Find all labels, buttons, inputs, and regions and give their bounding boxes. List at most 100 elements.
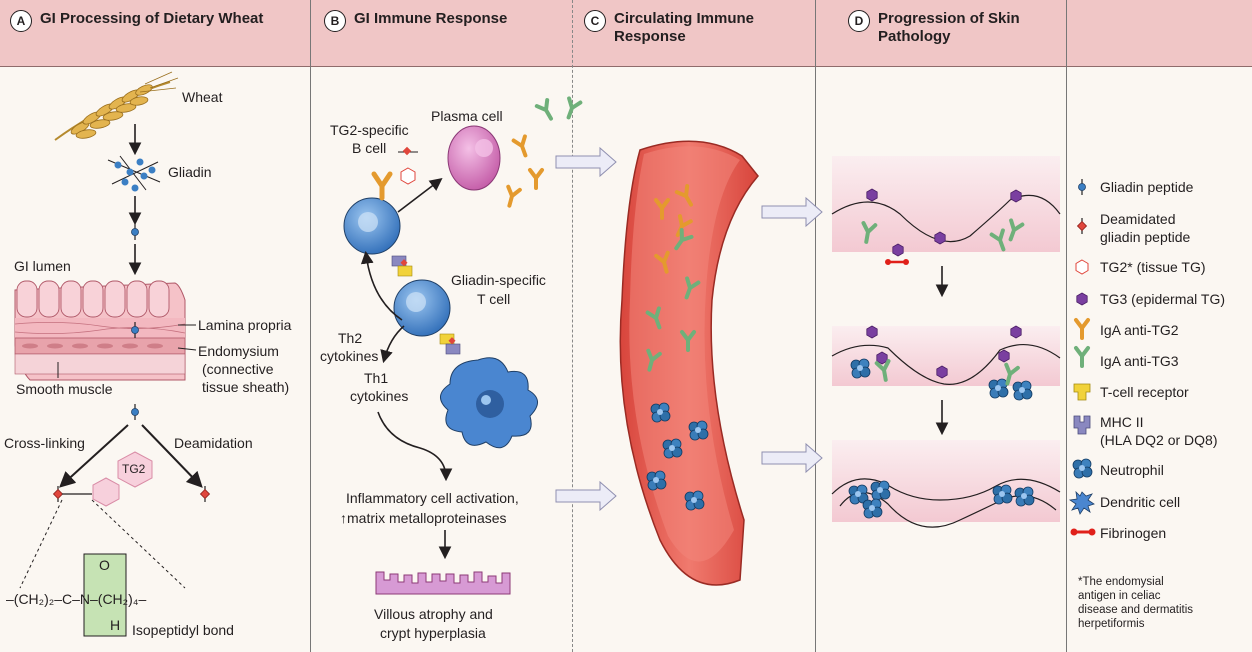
label-th2-2: cytokines	[320, 348, 379, 364]
legend-label-2: (HLA DQ2 or DQ8)	[1100, 432, 1218, 448]
header-bar	[0, 0, 1252, 67]
legend-iga-anti-tg3: IgA anti-TG3	[1074, 352, 1179, 370]
panel-d-letter: D	[848, 10, 870, 32]
label-tg2-b-cell-1: TG2-specific	[330, 122, 409, 138]
legend-label: Deamidated	[1100, 211, 1176, 227]
isopeptide-highlight-box	[83, 553, 127, 637]
gliadin-cluster-icon	[107, 155, 161, 192]
zoom-line-left	[19, 499, 63, 589]
label-gliadin-t-cell-1: Gliadin-specific	[451, 272, 546, 288]
legend-label: Fibrinogen	[1100, 525, 1167, 541]
footnote: *The endomysial antigen in celiac diseas…	[1078, 575, 1193, 631]
legend-label: TG2* (tissue TG)	[1100, 259, 1206, 275]
deamidated-peptide-right-icon	[199, 485, 211, 503]
leader-endomysium	[177, 347, 197, 351]
villous-atrophy-icon	[375, 571, 511, 595]
label-cross-linking: Cross-linking	[4, 435, 85, 451]
panel-d-title: Progression of Skin Pathology	[878, 10, 1020, 46]
legend-icons	[1068, 178, 1096, 536]
gliadin-peptide-icon	[1074, 178, 1094, 198]
panel-b-title: GI Immune Response	[354, 10, 508, 27]
label-th1-1: Th1	[364, 370, 389, 386]
gliadin-peptide-icon	[130, 223, 140, 241]
label-th1-2: cytokines	[350, 388, 409, 404]
legend-label: T-cell receptor	[1100, 384, 1189, 400]
panel-d-title-line2: Pathology	[878, 28, 951, 45]
legend-mhc-ii: MHC II (HLA DQ2 or DQ8)	[1074, 413, 1217, 449]
label-plasma-cell: Plasma cell	[431, 108, 503, 124]
deamidated-peptide-left-icon	[52, 485, 64, 503]
label-tg2-b-cell-2: B cell	[352, 140, 387, 156]
panel-b-letter: B	[324, 10, 346, 32]
footnote-line-4: herpetiformis	[1078, 618, 1145, 630]
legend-fibrinogen: Fibrinogen	[1074, 524, 1166, 542]
label-gliadin: Gliadin	[168, 164, 212, 180]
divider-a-b	[310, 0, 311, 652]
legend-label: TG3 (epidermal TG)	[1100, 291, 1225, 307]
legend-label-2: gliadin peptide	[1100, 229, 1191, 245]
legend-tg2: TG2* (tissue TG)	[1074, 258, 1206, 276]
label-endomysium-3: tissue sheath)	[202, 379, 290, 395]
legend-t-cell-receptor: T-cell receptor	[1074, 383, 1189, 401]
label-gliadin-t-cell-2: T cell	[477, 291, 511, 307]
label-inflammatory-2: ↑matrix metalloproteinases	[340, 510, 507, 526]
arrow-th1	[380, 325, 405, 364]
label-isopeptidyl-bond: Isopeptidyl bond	[132, 622, 234, 638]
label-inflammatory-1: Inflammatory cell activation,	[346, 490, 519, 506]
label-tg2-hexagon: TG2	[122, 462, 146, 476]
label-chem-o: O	[99, 557, 110, 573]
arrow-th2	[360, 250, 403, 321]
legend-iga-anti-tg2: IgA anti-TG2	[1074, 321, 1179, 339]
legend-gliadin-peptide: Gliadin peptide	[1074, 178, 1193, 198]
label-wheat: Wheat	[182, 89, 223, 105]
blood-vessel-illustration	[619, 140, 759, 586]
t-cell-icon	[393, 279, 451, 337]
arrow-bcell-plasma	[397, 178, 443, 213]
skin-stage-3	[831, 440, 1061, 528]
panel-d-title-line1: Progression of Skin	[878, 10, 1020, 27]
tg2-hexagon-icon	[117, 451, 153, 488]
gi-tissue-illustration	[14, 280, 186, 381]
label-th2-1: Th2	[338, 330, 363, 346]
b-cell-icon	[343, 146, 418, 255]
panel-c-letter: C	[584, 10, 606, 32]
panel-c-title-line1: Circulating Immune	[614, 10, 755, 27]
label-gi-lumen: GI lumen	[14, 258, 71, 274]
panel-a-letter: A	[10, 10, 32, 32]
legend-tg3: TG3 (epidermal TG)	[1074, 290, 1225, 308]
secreted-antibodies-icon	[501, 96, 583, 210]
legend-label: Gliadin peptide	[1100, 179, 1194, 195]
panel-c-title: Circulating Immune Response	[614, 10, 754, 46]
peptide-branch-icon	[130, 403, 140, 421]
panel-c-title-line2: Response	[614, 28, 686, 45]
panel-a-title: GI Processing of Dietary Wheat	[40, 10, 264, 27]
label-chem-h: H	[110, 617, 121, 633]
label-villous-2: crypt hyperplasia	[380, 625, 486, 641]
panel-a-heading: A GI Processing of Dietary Wheat	[10, 10, 263, 32]
label-endomysium-1: Endomysium	[198, 343, 279, 359]
label-chem-formula: –(CH₂)₂–C–N–(CH₂)₄–	[6, 591, 147, 607]
arrow-deamidation	[141, 424, 203, 488]
legend-label: IgA anti-TG2	[1100, 322, 1179, 338]
flow-arrows	[555, 146, 823, 512]
legend-neutrophil: Neutrophil	[1074, 461, 1164, 479]
panel-c-heading: C Circulating Immune Response	[584, 10, 754, 46]
legend-label: MHC II	[1100, 414, 1144, 430]
label-deamidation: Deamidation	[174, 435, 253, 451]
arrow-th1-inflammation	[377, 411, 453, 482]
legend-dendritic-cell: Dendritic cell	[1074, 493, 1180, 511]
wheat-icon	[54, 71, 179, 141]
arrow-cross-linking	[59, 424, 129, 488]
panel-d-heading: D Progression of Skin Pathology	[848, 10, 1020, 46]
label-lamina-propria: Lamina propria	[198, 317, 292, 333]
dendritic-cell-icon	[440, 357, 538, 449]
skin-stage-1	[831, 156, 1061, 265]
tcr-mhc-complex-bottom-icon	[439, 333, 461, 355]
divider-b-c	[572, 0, 574, 652]
legend-label: Dendritic cell	[1100, 494, 1181, 510]
tg2-hexagon-small-icon	[92, 477, 120, 507]
footnote-line-3: disease and dermatitis	[1078, 604, 1194, 616]
plasma-cell-icon	[447, 125, 501, 191]
